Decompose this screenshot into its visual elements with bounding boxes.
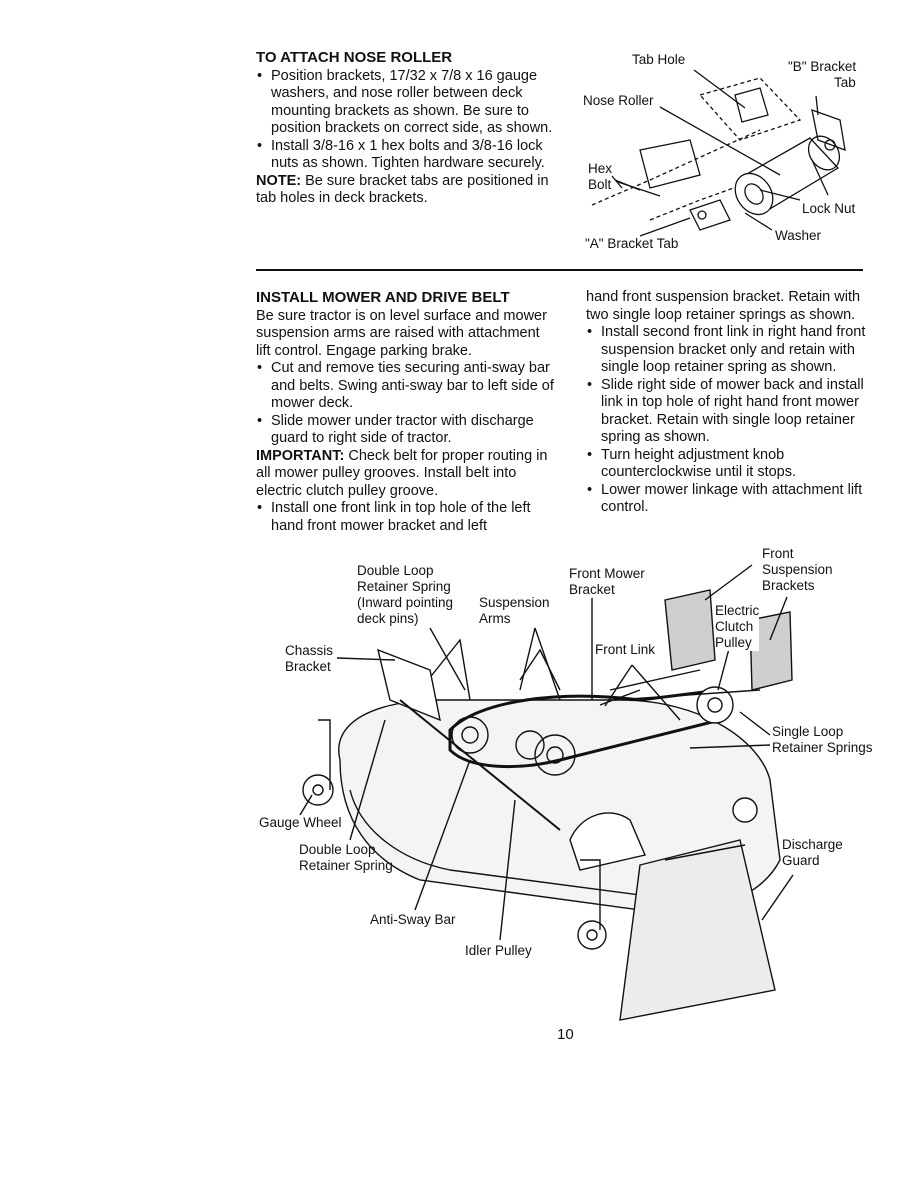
mower-install-bullet-list-c: Install second front link in right hand …: [586, 324, 866, 517]
anti-sway-bar-label: Anti-Sway Bar: [370, 912, 456, 927]
single-loop-springs-label: Single Loop Retainer Springs: [772, 724, 873, 755]
nose-roller-illustration: [591, 69, 846, 237]
suspension-arms-label: Suspension Arms: [479, 595, 550, 626]
list-item: Slide right side of mower back and insta…: [586, 377, 866, 447]
mower-install-intro: Be sure tractor is on level surface and …: [256, 307, 547, 359]
list-item: Install one front link in top hole of th…: [256, 500, 556, 535]
discharge-guard-label: Discharge Guard: [782, 837, 843, 868]
list-item: Lower mower linkage with attachment lift…: [586, 482, 866, 517]
b-bracket-label: "B" Bracket: [788, 59, 857, 74]
washer-label: Washer: [775, 228, 822, 243]
page-number: 10: [557, 1026, 574, 1043]
important-note: IMPORTANT: Check belt for proper routing…: [256, 448, 556, 501]
list-item: Slide mower under tractor with discharge…: [256, 413, 556, 448]
hex-bolt-label: Hex Bolt: [588, 161, 613, 192]
idler-pulley-label: Idler Pulley: [465, 943, 532, 958]
note-text: Be sure bracket tabs are positioned in t…: [256, 172, 549, 207]
tab-hole-label: Tab Hole: [632, 52, 686, 67]
list-item: Turn height adjustment knob counterclock…: [586, 447, 866, 482]
front-link-label: Front Link: [595, 642, 656, 657]
important-label: IMPORTANT:: [256, 447, 345, 464]
mower-install-right-column: hand front suspension bracket. Retain wi…: [586, 289, 866, 517]
first-link-text-continued: hand front suspension bracket. Retain wi…: [586, 289, 861, 323]
front-suspension-brackets-label: Front Suspension Brackets: [762, 546, 833, 593]
electric-clutch-pulley-label: Electric Clutch Pulley: [715, 603, 760, 651]
gauge-wheel-label: Gauge Wheel: [259, 815, 342, 830]
first-link-text-start: Install one front link in top hole of th…: [271, 500, 531, 534]
double-loop-top-label: Double Loop Retainer Spring (Inward poin…: [357, 563, 454, 626]
chassis-bracket-label: Chassis Bracket: [285, 643, 334, 674]
list-item: Install second front link in right hand …: [586, 324, 866, 377]
double-loop-bottom-label: Double Loop Retainer Spring: [299, 842, 393, 873]
mower-install-heading: INSTALL MOWER AND DRIVE BELT: [256, 289, 510, 306]
list-item: Install 3/8-16 x 1 hex bolts and 3/8-16 …: [256, 138, 568, 173]
note-label: NOTE:: [256, 172, 302, 189]
section-divider: [256, 269, 863, 271]
nose-roller-label: Nose Roller: [583, 93, 654, 108]
mower-install-bullet-list-a: Cut and remove ties securing anti-sway b…: [256, 360, 556, 448]
a-bracket-tab-label: "A" Bracket Tab: [585, 236, 679, 251]
nose-roller-heading: TO ATTACH NOSE ROLLER: [256, 49, 453, 66]
list-item: Cut and remove ties securing anti-sway b…: [256, 360, 556, 413]
nose-roller-note: NOTE: Be sure bracket tabs are positione…: [256, 173, 568, 208]
mower-install-bullet-list-b: Install one front link in top hole of th…: [256, 500, 556, 535]
nose-roller-instructions: TO ATTACH NOSE ROLLER Position brackets,…: [256, 49, 568, 208]
tab-label: Tab: [834, 75, 856, 90]
list-item: Position brackets, 17/32 x 7/8 x 16 gaug…: [256, 68, 568, 138]
nose-roller-bullet-list: Position brackets, 17/32 x 7/8 x 16 gaug…: [256, 68, 568, 173]
mower-install-left-column: INSTALL MOWER AND DRIVE BELT Be sure tra…: [256, 289, 556, 535]
front-mower-bracket-label: Front Mower Bracket: [569, 566, 645, 597]
important-text: Check belt for proper routing in all mow…: [256, 447, 548, 499]
lock-nut-label: Lock Nut: [802, 201, 856, 216]
